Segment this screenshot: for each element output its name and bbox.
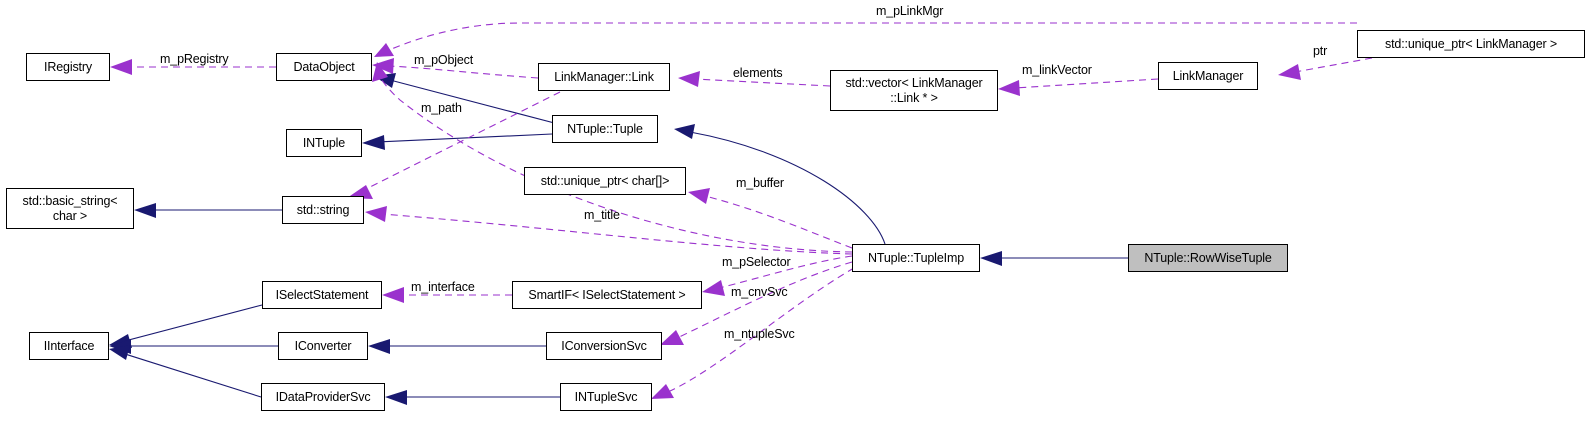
- node-idataprovidersvc[interactable]: IDataProviderSvc: [261, 383, 385, 411]
- edge-label-m-linkvector: m_linkVector: [1022, 63, 1092, 77]
- node-std-basic-string[interactable]: std::basic_string< char >: [6, 188, 134, 229]
- node-iconverter[interactable]: IConverter: [278, 332, 368, 360]
- node-linkmanager-link[interactable]: LinkManager::Link: [538, 63, 670, 91]
- edge-label-m-pobject: m_pObject: [414, 53, 474, 67]
- edge-label-m-pregistry: m_pRegistry: [160, 52, 229, 66]
- edge-tupleimp-ntupletuple: [674, 124, 886, 245]
- node-smartif-iselectstatement[interactable]: SmartIF< ISelectStatement >: [512, 281, 702, 309]
- edge-label-m-ntuplesvc: m_ntupleSvc: [724, 327, 795, 341]
- edge-smartif-iselectstmt: [382, 287, 512, 303]
- node-iregistry[interactable]: IRegistry: [26, 53, 110, 81]
- edge-intuplesvc-idataprovider: [385, 390, 560, 405]
- node-dataobject[interactable]: DataObject: [276, 53, 372, 81]
- edge-tupleimp-uniqueptrchar: [688, 188, 853, 249]
- edge-tupleimp-smartif: [702, 255, 853, 296]
- edge-linkmanagerlink-stdstring-diagonal: [347, 91, 561, 199]
- edge-label-m-cnvsvc: m_cnvSvc: [731, 285, 788, 299]
- edge-tupleimp-intuplesvc: [651, 267, 855, 399]
- edge-label-m-plinkmgr: m_pLinkMgr: [876, 4, 944, 18]
- node-iinterface[interactable]: IInterface: [29, 332, 109, 360]
- edge-ntupletuple-dataobject: [374, 73, 563, 126]
- edge-label-m-pselector: m_pSelector: [722, 255, 791, 269]
- edge-ntupletuple-intuple: [362, 133, 553, 150]
- edge-label-m-buffer: m_buffer: [736, 176, 784, 190]
- node-intuple[interactable]: INTuple: [286, 129, 362, 157]
- edge-uniqueptrlm-dataobject: [374, 22, 1357, 57]
- node-ntuple-rowwisetuple[interactable]: NTuple::RowWiseTuple: [1128, 244, 1288, 272]
- edge-label-m-interface: m_interface: [411, 280, 475, 294]
- node-std-unique-ptr-char[interactable]: std::unique_ptr< char[]>: [524, 167, 686, 195]
- edge-label-m-path: m_path: [421, 101, 462, 115]
- node-iconversionsvc[interactable]: IConversionSvc: [546, 332, 662, 360]
- edge-linkmanagerlink-dataobject: [372, 58, 539, 79]
- node-std-vector-linkmanager-link[interactable]: std::vector< LinkManager ::Link * >: [830, 70, 998, 111]
- edge-label-ptr: ptr: [1313, 44, 1328, 58]
- edge-vectorlink-linkmanagerlink: [678, 71, 831, 87]
- edge-iconversionsvc-iconverter: [368, 339, 546, 354]
- edge-stdstring-basicstring: [134, 203, 282, 218]
- edge-dataobject-iregistry: [110, 59, 276, 75]
- node-std-string[interactable]: std::string: [282, 196, 364, 224]
- node-ntuple-tupleimp[interactable]: NTuple::TupleImp: [852, 244, 980, 272]
- edge-tupleimp-stdstring-mpath: [372, 62, 853, 253]
- edge-label-m-title: m_title: [584, 208, 620, 222]
- edge-iconverter-iinterface: [109, 339, 278, 354]
- node-intuplesvc[interactable]: INTupleSvc: [560, 383, 652, 411]
- edge-tupleimp-stdstring-mtitle: [365, 206, 853, 255]
- edge-idataprovider-iinterface: [109, 345, 262, 398]
- edge-label-elements: elements: [733, 66, 783, 80]
- edge-uniqueptrlm-linkmanager: [1278, 57, 1373, 80]
- node-std-unique-ptr-linkmanager[interactable]: std::unique_ptr< LinkManager >: [1357, 30, 1585, 58]
- edge-iselectstmt-iinterface: [109, 304, 263, 348]
- node-ntuple-tuple[interactable]: NTuple::Tuple: [552, 115, 658, 143]
- edge-linkmanager-vectorlink: [998, 78, 1159, 96]
- edge-rowwisetuple-tupleimp: [980, 251, 1128, 266]
- edge-tupleimp-iconversionsvc: [660, 261, 853, 345]
- node-iselectstatement[interactable]: ISelectStatement: [262, 281, 382, 309]
- node-linkmanager[interactable]: LinkManager: [1158, 62, 1258, 90]
